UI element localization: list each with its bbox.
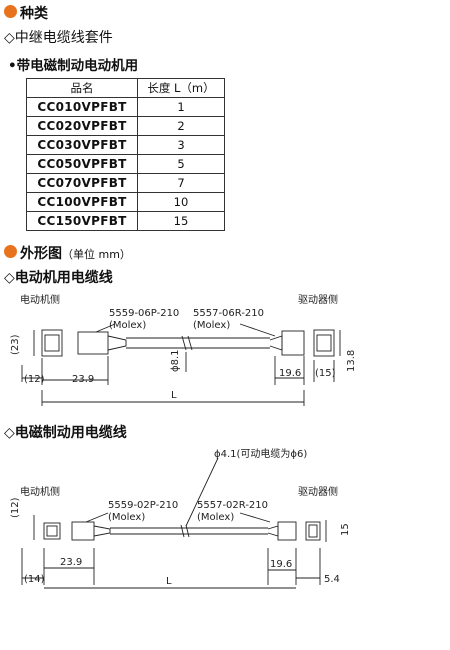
product-name: CC030VPFBT (26, 135, 138, 155)
section1-title: 种类 (20, 6, 48, 22)
dim-phi: ϕ8.1 (170, 350, 181, 373)
dim-239: 23.9 (72, 374, 94, 385)
connector-right-2 (305, 521, 321, 541)
part-right-maker: (Molex) (193, 320, 230, 331)
product-name: CC050VPFBT (26, 154, 138, 174)
driver-side-label: 驱动器侧 (298, 293, 338, 306)
part-left-maker: (Molex) (109, 320, 146, 331)
product-name: CC020VPFBT (26, 116, 138, 136)
driver-side-label: 驱动器侧 (298, 485, 338, 498)
leader-line (239, 323, 276, 337)
part-left-maker: (Molex) (108, 512, 145, 523)
dim-12: (12) (10, 497, 21, 518)
dim-239: 23.9 (60, 557, 82, 568)
leader-line (85, 512, 109, 523)
motor-side-label: 电动机侧 (20, 293, 60, 306)
section2-title-text: 外形图 (20, 246, 62, 262)
connector-left-1-inner (46, 525, 58, 537)
phi-note: ϕ4.1(可动电缆为ϕ6) (214, 447, 307, 460)
leader-line (95, 323, 116, 333)
connector-left-1 (43, 522, 61, 540)
part-right-maker: (Molex) (197, 512, 234, 523)
part-right-label: 5557-02R-210 (197, 500, 268, 511)
part-left-label: 5559-06P-210 (109, 308, 179, 319)
dim-196: 19.6 (270, 559, 292, 570)
spec-table: 品名 长度 L（m） CC010VPFBT 1 CC020VPFBT 2 CC0… (26, 78, 225, 231)
dim-23: (23) (10, 334, 21, 355)
table-row: CC020VPFBT 2 (26, 116, 225, 136)
connector-right-1 (281, 330, 305, 356)
connector-left-1-inner (44, 334, 60, 352)
product-name: CC150VPFBT (26, 211, 138, 231)
part-right-label: 5557-06R-210 (193, 308, 264, 319)
connector-right-1 (277, 521, 297, 541)
section1-bullet: •带电磁制动电动机用 (8, 58, 139, 74)
dim-12: (12) (24, 374, 45, 385)
break-mark (180, 524, 185, 538)
dim-L: L (166, 576, 172, 587)
connector-right-2 (313, 329, 335, 357)
leader-line (185, 457, 219, 527)
boot-left (93, 525, 111, 537)
length-value: 15 (137, 211, 225, 231)
dim-138: 13.8 (346, 350, 357, 372)
leader-line (239, 512, 271, 523)
table-row: CC150VPFBT 15 (26, 211, 225, 231)
section2-title: 外形图（单位 mm） (20, 243, 131, 263)
table-row: CC010VPFBT 1 (26, 97, 225, 117)
dim-L: L (171, 390, 177, 401)
connector-right-2-inner (316, 334, 332, 352)
section-bullet-icon (4, 5, 17, 18)
part-left-label: 5559-02P-210 (108, 500, 178, 511)
connector-left-1 (41, 329, 63, 357)
drawing2-title: ◇电磁制动用电缆线 (4, 425, 127, 441)
drawing1-title: ◇电动机用电缆线 (4, 270, 113, 286)
section1-subtitle: ◇中继电缆线套件 (4, 30, 113, 46)
table-header-length: 长度 L（m） (137, 78, 225, 98)
table-row: CC050VPFBT 5 (26, 154, 225, 174)
dim-54: 5.4 (324, 574, 340, 585)
boot-left (107, 335, 127, 351)
section2-unit: （单位 mm） (62, 248, 131, 261)
dim-14: (14) (24, 574, 45, 585)
break-mark (187, 335, 193, 351)
dim-15: 15 (340, 523, 351, 536)
connector-left-2 (77, 331, 109, 355)
dim-15: (15) (315, 368, 336, 379)
break-mark (181, 335, 187, 351)
connector-left-2 (71, 521, 95, 541)
section-bullet-icon (4, 245, 17, 258)
motor-side-label: 电动机侧 (20, 485, 60, 498)
connector-right-2-inner (308, 524, 318, 538)
break-mark (185, 524, 190, 538)
dim-196: 19.6 (279, 368, 301, 379)
boot-right (267, 525, 279, 537)
table-header-name: 品名 (26, 78, 138, 98)
